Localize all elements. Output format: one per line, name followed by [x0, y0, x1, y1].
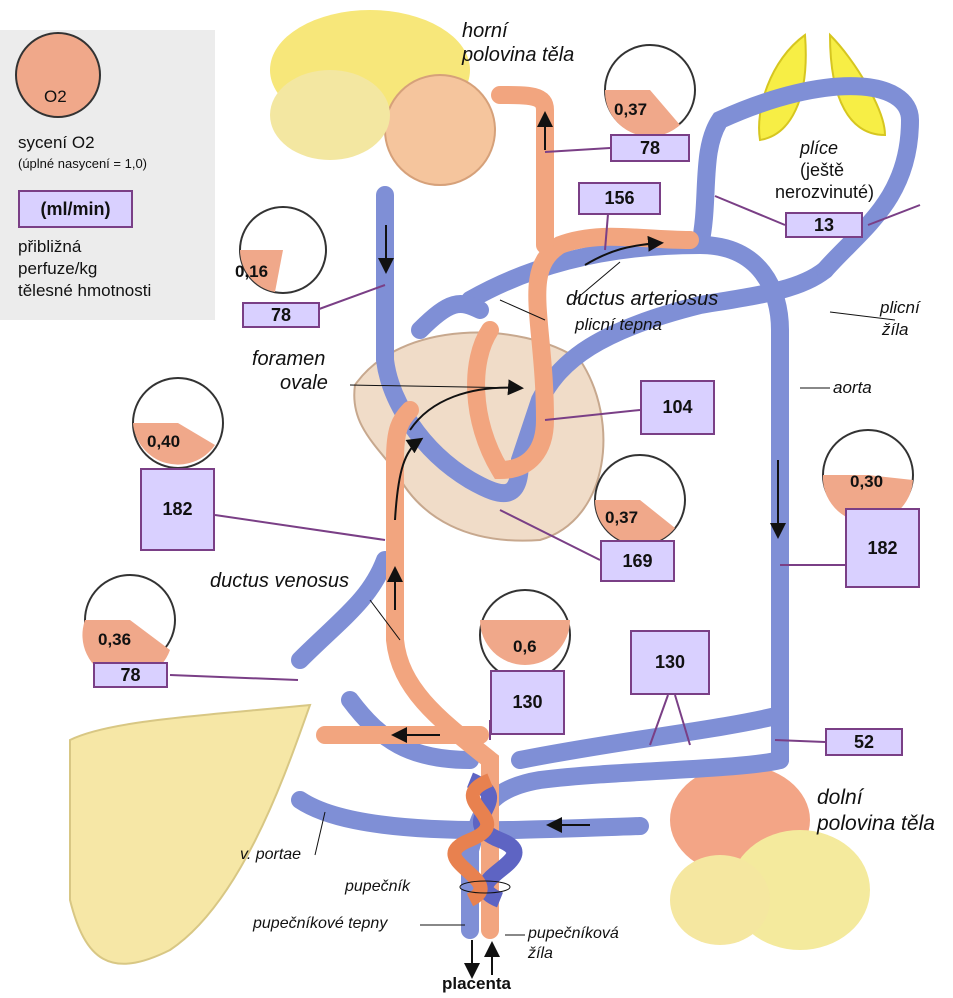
placenta-label: placenta — [442, 974, 511, 994]
legend-flow-unit-box: (ml/min) — [18, 190, 133, 228]
legend-saturation-label: sycení O2 — [18, 133, 95, 153]
upper-body-label-line1: horní — [462, 20, 508, 43]
legend-flow-desc-3: tělesné hmotnosti — [18, 281, 151, 301]
ivc-flow-box: 182 — [140, 468, 215, 551]
umbilical-vein-flow-box: 130 — [490, 670, 565, 735]
ivc-upper-saturation-value: 0,40 — [147, 432, 180, 452]
right-ventricle-flow-box: 169 — [600, 540, 675, 582]
svc-flow-box: 78 — [242, 302, 320, 328]
lower-body-label-line2: polovina těla — [817, 812, 935, 836]
hepatic-flow-box: 78 — [93, 662, 168, 688]
lower-body-label-line1: dolní — [817, 786, 863, 810]
pulmonary-vein-label-line2: žíla — [882, 320, 908, 340]
foramen-ovale-label-line1: foramen — [252, 348, 325, 371]
lungs-label-line3: nerozvinuté) — [775, 182, 874, 203]
ductus-arteriosus-label: ductus arteriosus — [566, 288, 718, 311]
umbilical-cord-label: pupečník — [345, 878, 410, 896]
legend-flow-desc-2: perfuze/kg — [18, 259, 97, 279]
lungs-label-line1: plíce — [800, 138, 838, 159]
pulmonary-artery-label: plicní tepna — [575, 315, 662, 335]
ductus-arteriosus-flow-box: 156 — [578, 182, 661, 215]
liver-vein-saturation-value: 0,36 — [98, 630, 131, 650]
legend-flow-desc-1: přibližná — [18, 237, 81, 257]
umbilical-arteries-flow-box: 130 — [630, 630, 710, 695]
right-ventricle-saturation-circle — [595, 455, 685, 545]
umbilical-vein-saturation-circle — [480, 590, 570, 680]
umbilical-vein-label-line2: žíla — [528, 945, 553, 963]
foramen-ovale-label-line2: ovale — [280, 372, 328, 395]
aorta-label: aorta — [833, 378, 872, 398]
upper-body-saturation-value: 0,37 — [614, 100, 647, 120]
legend-o2-label: O2 — [44, 87, 67, 107]
descending-aorta-flow-box: 182 — [845, 508, 920, 588]
upper-body-label-line2: polovina těla — [462, 44, 574, 67]
lungs-label-line2: (ještě — [800, 160, 844, 181]
right-ventricle-saturation-value: 0,37 — [605, 508, 638, 528]
svc-saturation-value: 0,16 — [235, 262, 268, 282]
ivc-upper-saturation-circle — [133, 378, 223, 468]
upper-body-saturation-circle — [605, 45, 695, 136]
lungs-flow-box: 13 — [785, 212, 863, 238]
lower-body-flow-box: 52 — [825, 728, 903, 756]
pulmonary-vein-label-line1: plicní — [880, 298, 920, 318]
umbilical-vein-label-line1: pupečníková — [528, 925, 619, 943]
descending-aorta-saturation-value: 0,30 — [850, 472, 883, 492]
upper-body-flow-box: 78 — [610, 134, 690, 162]
umbilical-arteries-label: pupečníkové tepny — [253, 915, 387, 933]
left-ventricle-flow-box: 104 — [640, 380, 715, 435]
ductus-venosus-label: ductus venosus — [210, 570, 349, 593]
portal-vein-label: v. portae — [240, 846, 301, 864]
umbilical-vein-saturation-value: 0,6 — [513, 637, 537, 657]
legend-saturation-note: (úplné nasycení = 1,0) — [18, 156, 147, 171]
